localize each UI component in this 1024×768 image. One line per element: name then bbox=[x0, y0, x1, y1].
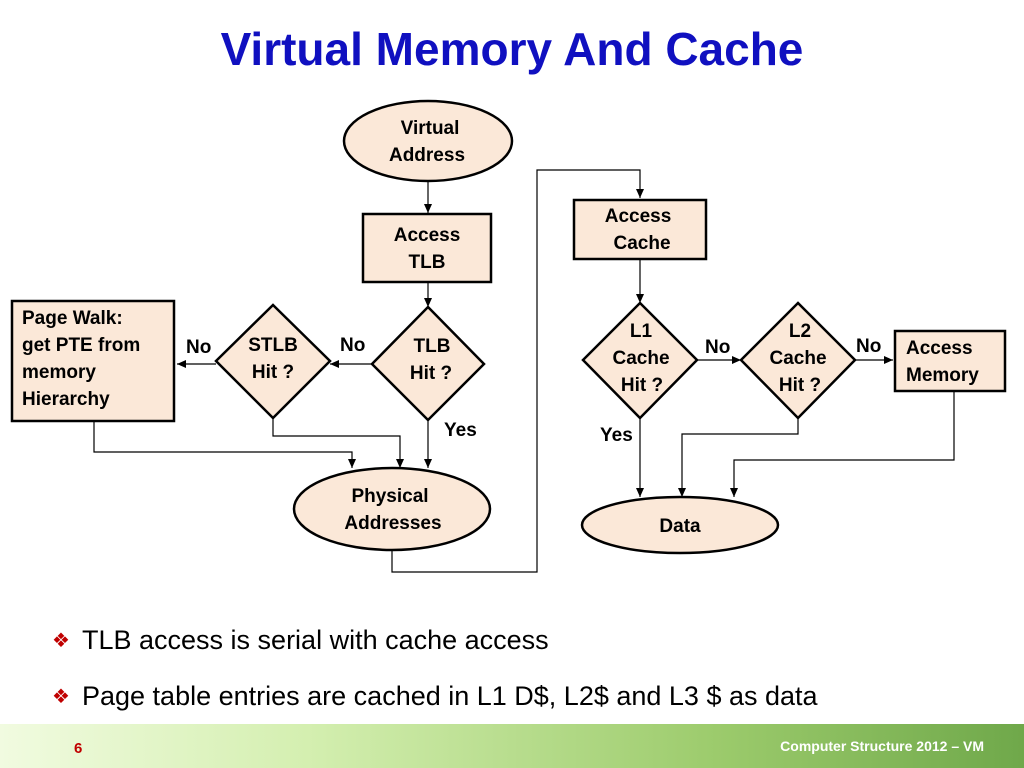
bullet-text: TLB access is serial with cache access bbox=[82, 624, 549, 655]
access-memory-line-2: Memory bbox=[906, 365, 979, 386]
physical-addresses-node bbox=[292, 466, 492, 552]
access-memory-node bbox=[893, 329, 1007, 393]
virtual-address-line-2: Address bbox=[389, 145, 465, 166]
footer-bar: 6 Computer Structure 2012 – VM bbox=[0, 724, 1024, 768]
l1-yes-label: Yes bbox=[600, 425, 633, 446]
slide-title: Virtual Memory And Cache bbox=[220, 23, 804, 75]
access-cache-line-1: Access bbox=[605, 206, 672, 227]
virtual-address-line-1: Virtual bbox=[401, 118, 460, 139]
page-walk-line-2: get PTE from bbox=[22, 335, 140, 356]
tlb-hit-decision bbox=[370, 305, 486, 422]
l1-hit-line-3: Hit ? bbox=[621, 375, 663, 396]
access-tlb-line-1: Access bbox=[394, 225, 461, 246]
edge-mem-to-data bbox=[730, 392, 955, 497]
bullet-text: Page table entries are cached in L1 D$, … bbox=[82, 680, 818, 711]
l2-cache-hit-decision bbox=[739, 301, 857, 420]
data-label: Data bbox=[659, 516, 701, 537]
l2-hit-line-2: Cache bbox=[769, 348, 826, 369]
tlb-no-label: No bbox=[340, 335, 365, 356]
l1-cache-hit-decision bbox=[581, 301, 699, 420]
stlb-hit-decision bbox=[214, 303, 332, 420]
access-cache-line-2: Cache bbox=[613, 233, 670, 254]
l1-hit-line-1: L1 bbox=[630, 321, 653, 342]
stlb-no-label: No bbox=[186, 337, 211, 358]
l1-hit-line-2: Cache bbox=[612, 348, 669, 369]
edge-l2-to-data bbox=[678, 418, 799, 497]
diamond-bullet-icon: ❖ bbox=[52, 629, 70, 652]
access-cache-node bbox=[572, 198, 708, 261]
edge-pagewalk-to-pa bbox=[93, 422, 356, 468]
virtual-address-node bbox=[342, 99, 514, 183]
bullet-list: ❖ TLB access is serial with cache access… bbox=[52, 612, 818, 724]
edge-pa-to-cache bbox=[391, 169, 644, 573]
page-walk-line-3: memory bbox=[22, 362, 96, 383]
page-walk-line-1: Page Walk: bbox=[22, 308, 123, 329]
access-memory-line-1: Access bbox=[906, 338, 973, 359]
access-tlb-node bbox=[361, 212, 493, 284]
data-node bbox=[580, 495, 780, 555]
stlb-hit-line-1: STLB bbox=[248, 335, 298, 356]
access-tlb-line-2: TLB bbox=[409, 252, 446, 273]
page-walk-line-4: Hierarchy bbox=[22, 389, 110, 410]
l2-hit-line-1: L2 bbox=[789, 321, 811, 342]
edge-stlb-to-pa bbox=[272, 418, 404, 468]
l2-hit-line-3: Hit ? bbox=[779, 375, 821, 396]
diamond-bullet-icon: ❖ bbox=[52, 685, 70, 708]
tlb-hit-line-2: Hit ? bbox=[410, 363, 452, 384]
page-walk-node bbox=[10, 299, 176, 423]
physical-addresses-line-2: Addresses bbox=[344, 513, 441, 534]
bullet-item: ❖ Page table entries are cached in L1 D$… bbox=[52, 668, 818, 724]
bullet-item: ❖ TLB access is serial with cache access bbox=[52, 612, 818, 668]
stlb-hit-line-2: Hit ? bbox=[252, 362, 294, 383]
page-number: 6 bbox=[74, 740, 83, 757]
tlb-hit-line-1: TLB bbox=[414, 336, 451, 357]
tlb-yes-label: Yes bbox=[444, 420, 477, 441]
l1-no-label: No bbox=[705, 337, 730, 358]
physical-addresses-line-1: Physical bbox=[351, 486, 428, 507]
l2-no-label: No bbox=[856, 336, 881, 357]
course-label: Computer Structure 2012 – VM bbox=[780, 738, 984, 754]
